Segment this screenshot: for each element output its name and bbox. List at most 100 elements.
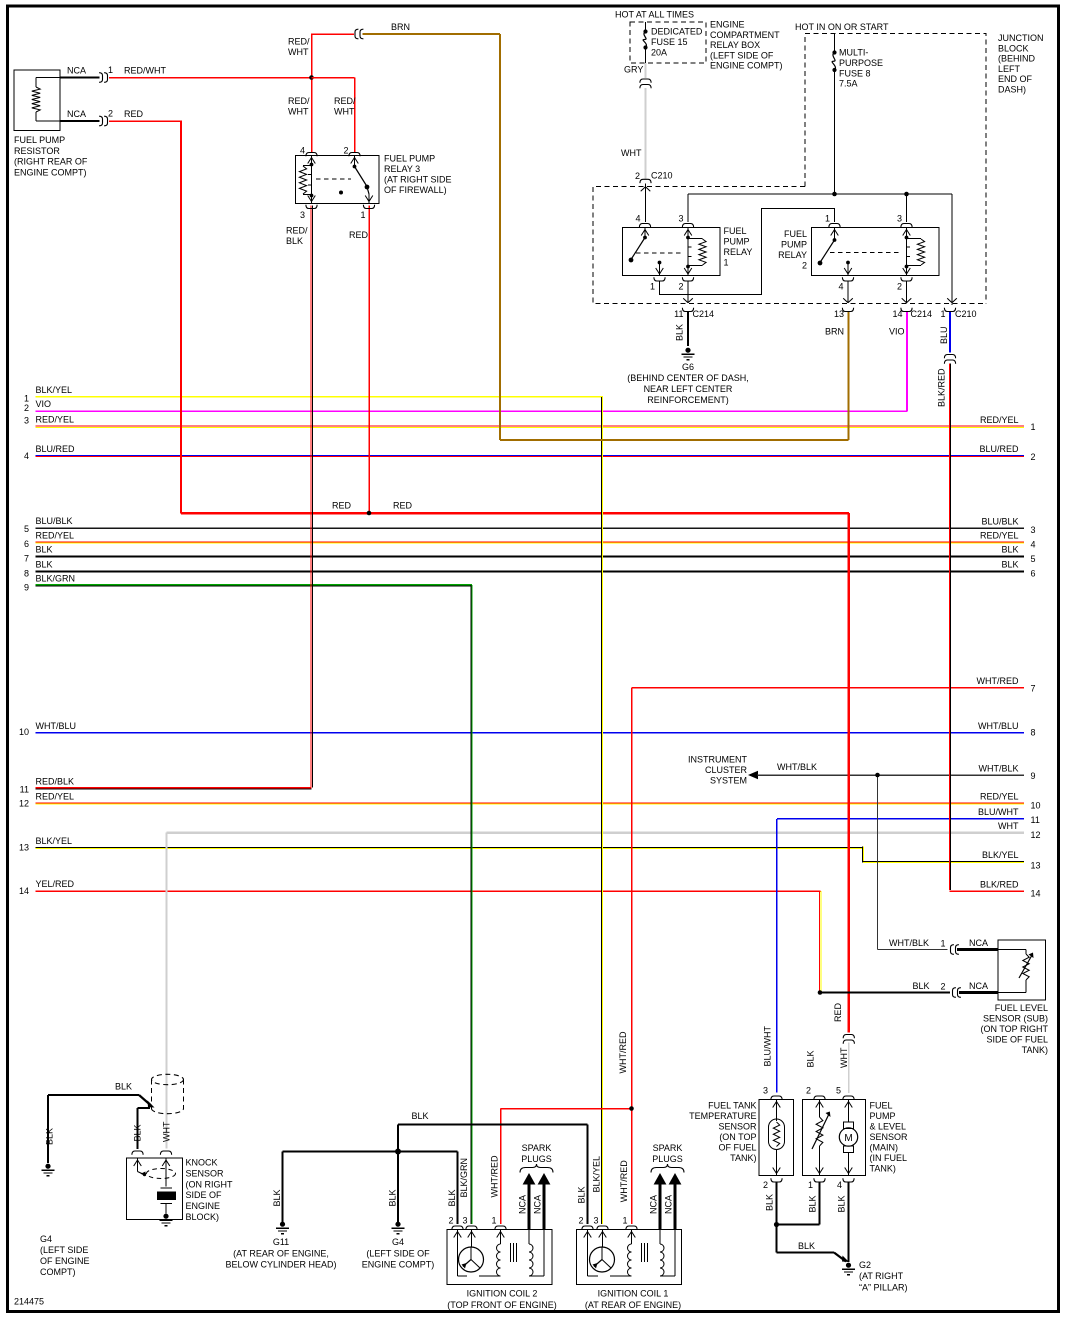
svg-text:5: 5 — [1031, 554, 1036, 564]
svg-text:(AT RIGHT SIDE: (AT RIGHT SIDE — [384, 175, 452, 185]
svg-text:LEFT: LEFT — [998, 64, 1021, 74]
svg-text:RED/YEL: RED/YEL — [36, 792, 75, 802]
svg-text:BLK/YEL: BLK/YEL — [592, 1156, 602, 1193]
svg-text:SIDE OF FUEL: SIDE OF FUEL — [986, 1035, 1048, 1045]
svg-text:2: 2 — [108, 109, 113, 119]
svg-text:WHT: WHT — [839, 1047, 849, 1068]
svg-text:G4: G4 — [40, 1234, 52, 1244]
svg-text:VIO: VIO — [36, 399, 52, 409]
svg-text:BLK: BLK — [675, 324, 685, 341]
svg-text:RED: RED — [349, 230, 369, 240]
svg-text:WHT: WHT — [162, 1121, 172, 1142]
svg-text:BLK: BLK — [808, 1195, 818, 1212]
svg-text:2: 2 — [1031, 452, 1036, 462]
svg-text:SIDE OF: SIDE OF — [186, 1190, 223, 1200]
svg-text:WHT/RED: WHT/RED — [618, 1031, 628, 1073]
svg-text:RED/: RED/ — [286, 226, 308, 236]
svg-text:SYSTEM: SYSTEM — [710, 776, 747, 786]
svg-text:NEAR LEFT CENTER: NEAR LEFT CENTER — [644, 384, 733, 394]
svg-text:ENGINE COMPT): ENGINE COMPT) — [362, 1260, 435, 1270]
svg-text:BLU/BLK: BLU/BLK — [36, 516, 73, 526]
svg-text:BRN: BRN — [391, 22, 410, 32]
svg-text:BLK: BLK — [272, 1189, 282, 1206]
svg-text:GRY: GRY — [624, 65, 643, 75]
svg-text:KNOCK: KNOCK — [186, 1158, 218, 1168]
svg-text:ENGINE: ENGINE — [710, 20, 745, 30]
svg-text:PUMP: PUMP — [724, 237, 750, 247]
svg-text:1: 1 — [1031, 422, 1036, 432]
svg-text:14: 14 — [19, 886, 29, 896]
svg-text:RELAY 3: RELAY 3 — [384, 164, 420, 174]
svg-text:(ON TOP RIGHT: (ON TOP RIGHT — [980, 1024, 1048, 1034]
svg-text:(MAIN): (MAIN) — [870, 1143, 899, 1153]
svg-text:BLK/RED: BLK/RED — [937, 368, 947, 407]
svg-text:INSTRUMENT: INSTRUMENT — [688, 755, 747, 765]
svg-text:2: 2 — [678, 282, 683, 292]
svg-text:3: 3 — [763, 1086, 768, 1096]
svg-text:IGNITION COIL 2: IGNITION COIL 2 — [467, 1289, 538, 1299]
svg-text:RED: RED — [124, 109, 144, 119]
svg-text:NCA: NCA — [67, 109, 86, 119]
svg-text:FUEL TANK: FUEL TANK — [708, 1101, 756, 1111]
svg-text:PUMP: PUMP — [870, 1111, 896, 1121]
svg-text:BLK: BLK — [447, 1189, 457, 1206]
svg-text:(BEHIND CENTER OF DASH,: (BEHIND CENTER OF DASH, — [627, 373, 749, 383]
svg-text:FUEL: FUEL — [724, 226, 747, 236]
svg-text:WHT: WHT — [621, 148, 642, 158]
svg-text:G6: G6 — [682, 362, 694, 372]
svg-text:(LEFT SIDE OF: (LEFT SIDE OF — [366, 1249, 430, 1259]
svg-text:RED/YEL: RED/YEL — [980, 792, 1019, 802]
svg-text:BLK: BLK — [36, 560, 53, 570]
svg-text:1: 1 — [360, 210, 365, 220]
svg-text:IGNITION COIL 1: IGNITION COIL 1 — [598, 1289, 669, 1299]
svg-text:BLK: BLK — [1001, 545, 1018, 555]
svg-text:5: 5 — [24, 524, 29, 534]
svg-text:C210: C210 — [651, 171, 673, 181]
svg-text:SPARK: SPARK — [653, 1143, 683, 1153]
svg-text:1: 1 — [808, 1180, 813, 1190]
svg-text:PUMP: PUMP — [781, 240, 807, 250]
svg-text:WHT/BLK: WHT/BLK — [889, 938, 929, 948]
svg-text:RELAY BOX: RELAY BOX — [710, 40, 760, 50]
svg-text:PLUGS: PLUGS — [652, 1154, 683, 1164]
svg-text:2: 2 — [763, 1180, 768, 1190]
svg-text:10: 10 — [19, 727, 29, 737]
svg-text:“A” PILLAR): “A” PILLAR) — [859, 1282, 908, 1292]
svg-text:(TOP FRONT OF ENGINE): (TOP FRONT OF ENGINE) — [447, 1300, 557, 1310]
svg-text:WHT: WHT — [334, 107, 355, 117]
svg-text:ENGINE COMPT): ENGINE COMPT) — [14, 167, 87, 177]
svg-text:BLOCK): BLOCK) — [186, 1212, 220, 1222]
svg-text:3: 3 — [897, 214, 902, 224]
svg-text:BLK: BLK — [388, 1189, 398, 1206]
svg-text:C214: C214 — [911, 309, 933, 319]
svg-text:4: 4 — [838, 282, 843, 292]
svg-text:NCA: NCA — [969, 981, 988, 991]
svg-text:4: 4 — [24, 451, 29, 461]
svg-text:RELAY: RELAY — [778, 250, 807, 260]
svg-text:4: 4 — [1031, 540, 1036, 550]
svg-text:WHT/RED: WHT/RED — [977, 676, 1019, 686]
svg-text:13: 13 — [834, 309, 844, 319]
svg-text:WHT: WHT — [288, 107, 309, 117]
svg-text:COMPARTMENT: COMPARTMENT — [710, 30, 780, 40]
svg-text:OF FIREWALL): OF FIREWALL) — [384, 185, 447, 195]
svg-text:(ON RIGHT: (ON RIGHT — [186, 1179, 233, 1189]
svg-text:BLK/YEL: BLK/YEL — [36, 385, 73, 395]
svg-text:BLU/WHT: BLU/WHT — [978, 807, 1019, 817]
svg-text:BLOCK: BLOCK — [998, 43, 1029, 53]
svg-text:(IN FUEL: (IN FUEL — [870, 1153, 908, 1163]
svg-text:BLK/RED: BLK/RED — [980, 879, 1019, 889]
svg-text:C214: C214 — [693, 309, 715, 319]
svg-text:ENGINE: ENGINE — [186, 1201, 221, 1211]
svg-text:2: 2 — [24, 403, 29, 413]
svg-text:3: 3 — [24, 416, 29, 426]
svg-text:& LEVEL: & LEVEL — [870, 1122, 907, 1132]
svg-text:FUEL PUMP: FUEL PUMP — [384, 154, 435, 164]
svg-text:11: 11 — [20, 784, 29, 794]
svg-text:RED/YEL: RED/YEL — [36, 531, 75, 541]
svg-text:FUSE 8: FUSE 8 — [839, 68, 871, 78]
svg-text:3: 3 — [462, 1215, 467, 1225]
svg-text:NCA: NCA — [649, 1195, 659, 1214]
svg-text:RED/: RED/ — [288, 37, 310, 47]
svg-text:(LEFT SIDE OF: (LEFT SIDE OF — [710, 50, 774, 60]
